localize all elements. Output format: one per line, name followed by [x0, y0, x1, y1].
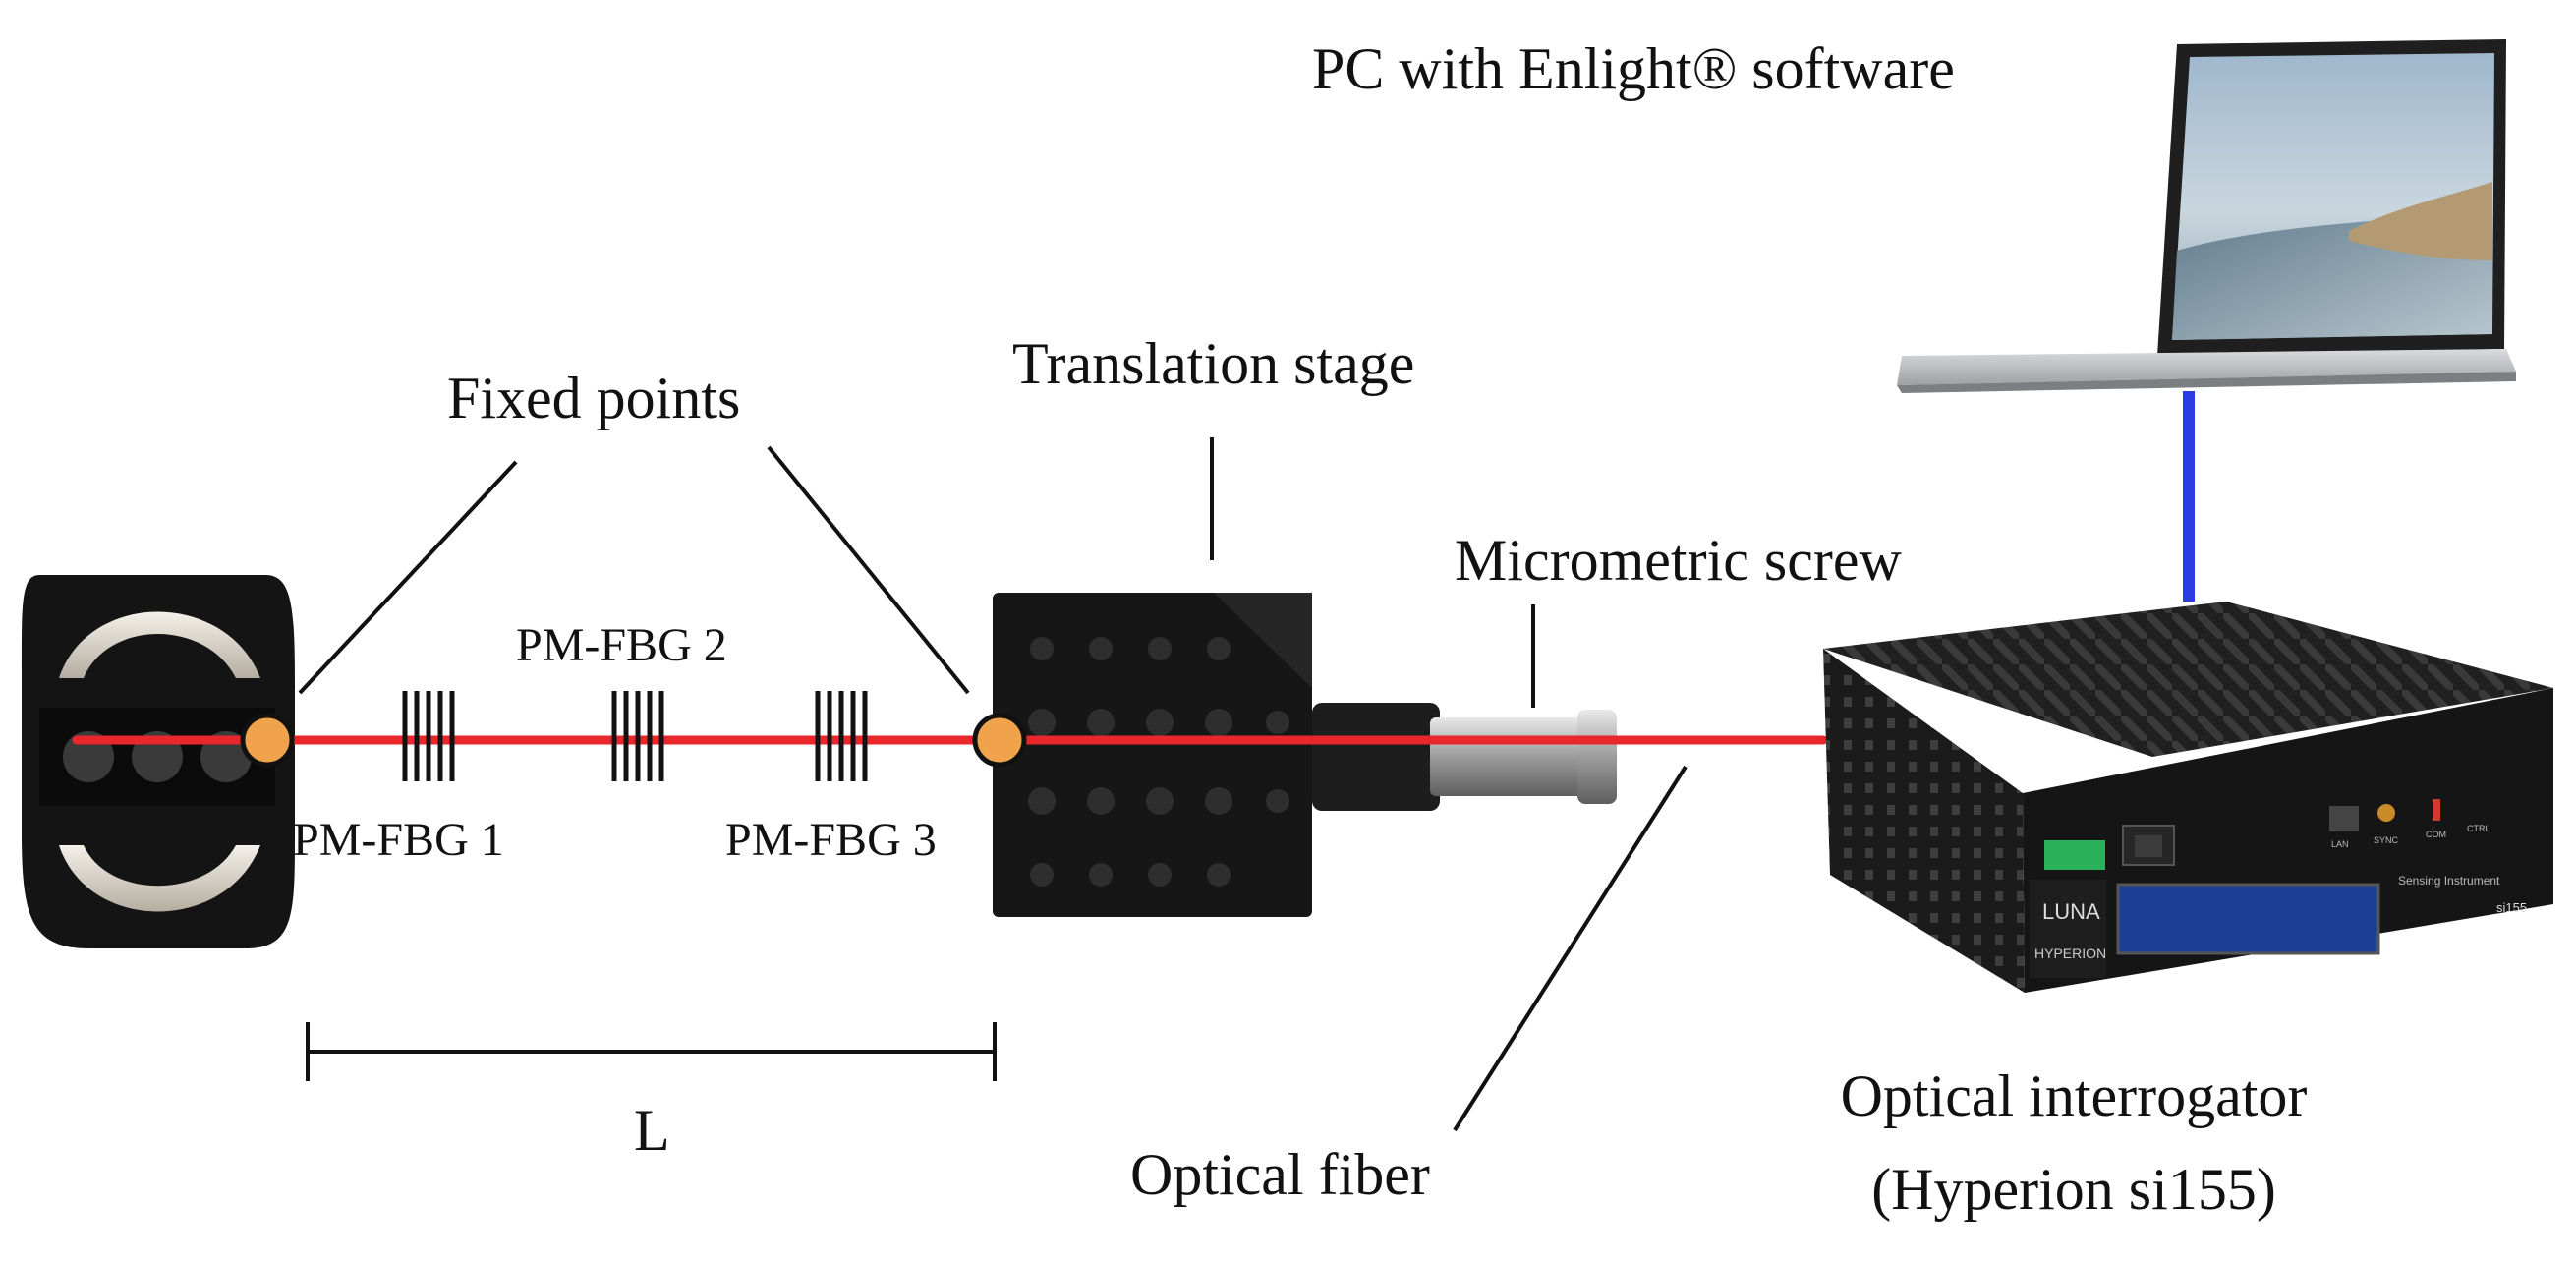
- device-panel-text: Sensing Instrument: [2398, 874, 2500, 888]
- length-dimension: [306, 1022, 997, 1081]
- micrometric-screw-label: Micrometric screw: [1455, 528, 1902, 593]
- pm-fbg-2-label: PM-FBG 2: [516, 619, 727, 671]
- translation-stage-label: Translation stage: [1012, 331, 1414, 396]
- pm-fbg-3-label: PM-FBG 3: [725, 814, 937, 866]
- fixed-point-left: [240, 713, 295, 768]
- leader-fixed-right: [767, 445, 970, 695]
- micrometric-screw: [1312, 703, 1617, 811]
- fixed-point-right: [972, 713, 1027, 768]
- pm-fbg-1-label: PM-FBG 1: [293, 814, 504, 866]
- leader-fixed-left: [298, 460, 518, 695]
- pm-fbg-3-grating: [815, 691, 868, 781]
- device-model-code: si155: [2496, 900, 2527, 915]
- device-brand: LUNA: [2042, 899, 2100, 924]
- optical-interrogator-device: LUNA HYPERION Sensing Instrument si155 L…: [1823, 602, 2553, 993]
- pc-label: PC with Enlight® software: [1312, 36, 1955, 101]
- translation-stage: [993, 593, 1312, 917]
- optical-fiber-label: Optical fiber: [1130, 1142, 1430, 1207]
- port-ctrl-label: CTRL: [2467, 824, 2490, 833]
- device-model: HYPERION: [2034, 946, 2106, 961]
- leader-optical-fiber: [1453, 765, 1688, 1132]
- port-sync-label: SYNC: [2374, 835, 2399, 845]
- laptop-pc: [1897, 39, 2516, 393]
- port-lan-label: LAN: [2331, 839, 2349, 849]
- interrogator-label-line1: Optical interrogator: [1841, 1063, 2308, 1128]
- pm-fbg-1-grating: [402, 691, 455, 781]
- fixed-points-label: Fixed points: [447, 366, 740, 430]
- interrogator-label-line2: (Hyperion si155): [1871, 1157, 2276, 1222]
- port-com-label: COM: [2426, 830, 2446, 839]
- length-label: L: [634, 1098, 670, 1163]
- pm-fbg-2-grating: [611, 691, 664, 781]
